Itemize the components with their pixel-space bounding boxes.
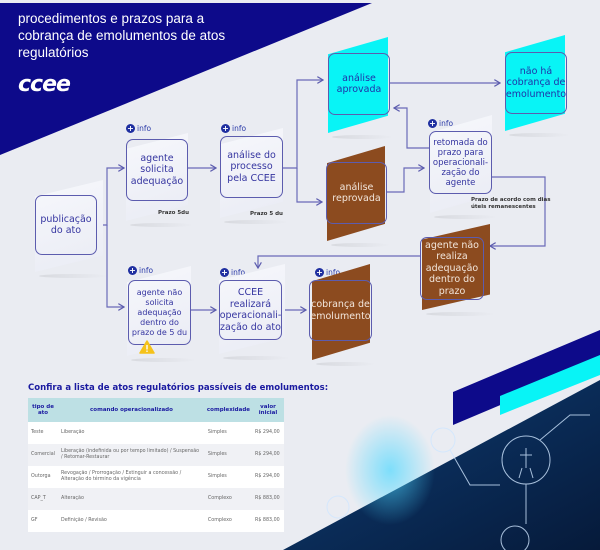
cell: Complexo bbox=[207, 517, 232, 523]
plus-icon: + bbox=[315, 268, 324, 277]
table-row: GF Definição / Revisão Complexo R$ 883,00 bbox=[28, 510, 284, 532]
cell: Outorga bbox=[31, 473, 51, 479]
node-label: agente não solicita adequação dentro do … bbox=[128, 280, 191, 345]
col-header: tipo de ato bbox=[28, 398, 59, 422]
node-label: agente não realiza adequação dentro do p… bbox=[420, 237, 484, 300]
cell: Alteração bbox=[58, 488, 205, 510]
cell: Simples bbox=[204, 444, 252, 466]
warning-icon bbox=[139, 340, 155, 354]
ccee-logo: ccee bbox=[18, 72, 71, 97]
cell: Simples bbox=[207, 473, 227, 479]
info-label: info bbox=[232, 124, 247, 133]
table-title: Confira a lista de atos regulatórios pas… bbox=[28, 383, 329, 393]
node-analise-processo[interactable]: análise do processo pela CCEE bbox=[220, 128, 289, 224]
node-agente-solicita[interactable]: agente solicita adequação bbox=[126, 133, 194, 227]
cell: Liberação bbox=[61, 429, 85, 435]
info-label: info bbox=[326, 268, 341, 277]
plus-icon: + bbox=[220, 268, 229, 277]
node-label: retomada do prazo para operacionali-zaçã… bbox=[429, 131, 492, 194]
node-label: agente solicita adequação bbox=[126, 139, 188, 201]
node-label: publicação do ato bbox=[35, 195, 97, 255]
node-label: análise reprovada bbox=[326, 162, 387, 224]
acts-table: tipo de ato comando operacionalizado com… bbox=[28, 398, 284, 532]
navy-band bbox=[453, 330, 600, 425]
deadline-note: Prazo 5du bbox=[158, 210, 190, 216]
node-analise-aprovada[interactable]: análise aprovada bbox=[328, 37, 394, 139]
deadline-note: Prazo 5 du bbox=[250, 211, 283, 217]
node-nao-ha-cobranca[interactable]: não há cobrança de emolumento bbox=[505, 35, 571, 137]
info-button[interactable]: +info bbox=[221, 124, 246, 133]
plus-icon: + bbox=[221, 124, 230, 133]
cell: Liberação (indefinida ou por tempo limit… bbox=[58, 444, 205, 466]
cell: Comercial bbox=[28, 444, 59, 466]
cell: R$ 294,00 bbox=[252, 444, 284, 466]
cell: R$ 294,00 bbox=[255, 473, 280, 479]
col-header: valor inicial bbox=[252, 398, 284, 422]
cell: R$ 883,00 bbox=[252, 488, 284, 510]
node-cobranca[interactable]: cobrança de emolumento bbox=[309, 264, 376, 366]
network-icons bbox=[326, 414, 590, 550]
node-ccee-realizara[interactable]: CCEE realizará operacionali-zação do ato bbox=[219, 264, 291, 360]
info-label: info bbox=[439, 119, 454, 128]
header-banner bbox=[0, 3, 372, 155]
cell: Simples bbox=[207, 429, 227, 435]
node-agente-nao-realiza[interactable]: agente não realiza adequação dentro do p… bbox=[420, 224, 496, 316]
node-analise-reprovada[interactable]: análise reprovada bbox=[326, 146, 391, 247]
node-label: CCEE realizará operacionali-zação do ato bbox=[219, 280, 282, 340]
table-row: Outorga Revogação / Prorrogação / Extingu… bbox=[28, 466, 284, 488]
cell: R$ 883,00 bbox=[255, 517, 280, 523]
info-button[interactable]: +info bbox=[428, 119, 453, 128]
info-button[interactable]: +info bbox=[315, 268, 340, 277]
plus-icon: + bbox=[428, 119, 437, 128]
info-label: info bbox=[137, 124, 152, 133]
node-label: análise aprovada bbox=[328, 53, 390, 115]
info-label: info bbox=[139, 266, 154, 275]
info-label: info bbox=[231, 268, 246, 277]
table-header-row: tipo de ato comando operacionalizado com… bbox=[28, 398, 284, 422]
cell: Teste bbox=[31, 429, 44, 435]
plus-icon: + bbox=[128, 266, 137, 275]
node-label: não há cobrança de emolumento bbox=[505, 52, 567, 114]
page-title: procedimentos e prazos para a cobrança d… bbox=[18, 11, 226, 60]
node-label: análise do processo pela CCEE bbox=[220, 136, 283, 198]
info-button[interactable]: +info bbox=[220, 268, 245, 277]
node-retomada[interactable]: retomada do prazo para operacionali-zaçã… bbox=[429, 115, 498, 219]
cell: Revogação / Prorrogação / Extinguir a co… bbox=[61, 470, 182, 483]
cell: Definição / Revisão bbox=[61, 517, 107, 523]
plus-icon: + bbox=[126, 124, 135, 133]
info-button[interactable]: +info bbox=[126, 124, 151, 133]
deadline-note: Prazo de acordo com dias úteis remanesce… bbox=[471, 197, 551, 210]
cyan-band bbox=[500, 355, 600, 415]
cell: CAP_T bbox=[28, 488, 59, 510]
cell: Complexo bbox=[204, 488, 252, 510]
node-publicacao[interactable]: publicação do ato bbox=[35, 180, 109, 278]
cell: R$ 294,00 bbox=[255, 429, 280, 435]
col-header: comando operacionalizado bbox=[58, 398, 205, 422]
col-header: complexidade bbox=[204, 398, 252, 422]
node-agente-nao-solicita[interactable]: agente não solicita adequação dentro do … bbox=[127, 266, 197, 362]
cell: GF bbox=[31, 517, 38, 523]
table-row: Teste Liberação Simples R$ 294,00 bbox=[28, 422, 284, 444]
info-button[interactable]: +info bbox=[128, 266, 153, 275]
node-label: cobrança de emolumento bbox=[309, 280, 372, 341]
lightbulb-icon bbox=[345, 415, 435, 525]
